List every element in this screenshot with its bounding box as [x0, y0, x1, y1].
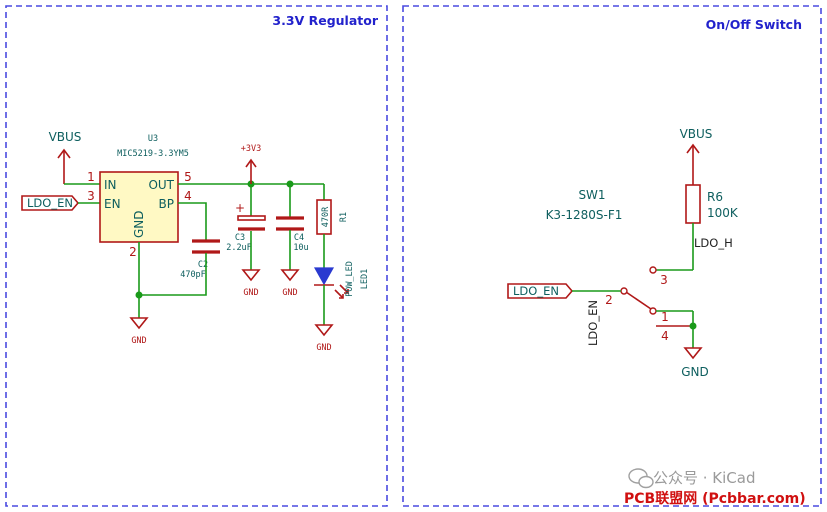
- c4-reference: C4: [294, 233, 304, 243]
- led1-reference: LED1: [360, 269, 370, 289]
- plus3v3-power-symbol: [245, 158, 257, 184]
- bp-wire: [178, 202, 207, 240]
- sw1-reference: SW1: [578, 188, 605, 202]
- c4-capacitor: [276, 216, 304, 231]
- wechat-watermark: 公众号 · KiCad: [653, 469, 756, 487]
- gnd-label: GND: [243, 288, 258, 298]
- u3-pin5-number: 5: [184, 170, 192, 184]
- switch-sheet-frame: [402, 5, 822, 507]
- svg-text:LDO_EN: LDO_EN: [27, 196, 73, 210]
- site-watermark: PCB联盟网 (Pcbbar.com): [624, 491, 806, 507]
- r6-reference: R6: [707, 190, 723, 204]
- gnd-symbol: [129, 317, 149, 330]
- u3-regulator-body: [99, 171, 179, 243]
- plus3v3-label: +3V3: [241, 144, 261, 154]
- gnd-label: GND: [282, 288, 297, 298]
- c3-value: 2.2uF: [226, 243, 252, 253]
- u3-value: MIC5219-3.3YM5: [117, 149, 189, 159]
- sw1-switch: [620, 266, 657, 315]
- vbus-power-symbol: [57, 148, 71, 184]
- u3-pin-en: EN: [104, 197, 121, 211]
- c2-capacitor: [192, 239, 220, 254]
- gnd-symbol: [314, 324, 334, 337]
- c3-plus-sign: +: [235, 201, 245, 215]
- u3-pin3-number: 3: [87, 189, 95, 203]
- u3-pin-bp: BP: [159, 197, 174, 211]
- led1-value: POW_LED: [345, 261, 355, 297]
- r1-reference: R1: [339, 212, 349, 222]
- vbus-label: VBUS: [49, 130, 82, 144]
- sw1-value: K3-1280S-F1: [546, 208, 623, 222]
- c2-reference: C2: [198, 260, 208, 270]
- junction-dot: [135, 291, 143, 299]
- sw1-pin3-number: 3: [660, 273, 668, 287]
- regulator-circuit: VBUS LDO_EN U3 MIC5219-3.3YM5 IN EN OUT …: [21, 130, 370, 353]
- u3-pin-gnd: GND: [132, 210, 146, 238]
- c4-value: 10u: [293, 243, 308, 253]
- r1-value: 470R: [321, 206, 331, 227]
- gnd-symbol: [683, 347, 703, 360]
- regulator-sheet-title: 3.3V Regulator: [272, 13, 378, 28]
- gnd-symbol: [280, 269, 300, 282]
- ldo-h-net-label: LDO_H: [694, 236, 733, 250]
- u3-pin2-number: 2: [129, 245, 137, 259]
- r6-value: 100K: [707, 206, 739, 220]
- ldo-en-label-switch: LDO_EN: [507, 283, 574, 299]
- u3-pin-in: IN: [104, 178, 117, 192]
- gnd-label: GND: [316, 343, 331, 353]
- gnd-symbol: [241, 269, 261, 282]
- svg-text:LDO_EN: LDO_EN: [513, 284, 559, 298]
- led1-diode: [313, 267, 349, 299]
- c3-polarized-capacitor: [237, 215, 266, 231]
- switch-sheet-title: On/Off Switch: [706, 17, 802, 32]
- sw1-pin4-number: 4: [661, 329, 669, 343]
- sw1-pin1-number: 1: [661, 310, 669, 324]
- wechat-icon: [628, 468, 654, 489]
- vbus-label: VBUS: [680, 127, 713, 141]
- vbus-power-symbol: [686, 143, 700, 185]
- gnd-label: GND: [131, 336, 146, 346]
- sw1-pin2-number: 2: [605, 293, 613, 307]
- c2-gnd-wire: [139, 253, 207, 296]
- ldo-en-label-regulator: LDO_EN: [21, 195, 80, 211]
- u3-reference: U3: [148, 134, 158, 144]
- c3-reference: C3: [235, 233, 245, 243]
- gnd-label: GND: [681, 365, 709, 379]
- switch-circuit: VBUS R6 100K LDO_H SW1 K3-1280S-F1 3 2 1…: [507, 127, 739, 379]
- c2-value: 470pF: [180, 270, 206, 280]
- regulator-sheet-frame: [5, 5, 388, 507]
- u3-pin1-number: 1: [87, 170, 95, 184]
- u3-pin-out: OUT: [148, 178, 174, 192]
- u3-pin4-number: 4: [184, 189, 192, 203]
- r6-resistor: [685, 184, 701, 224]
- junction-dot: [689, 322, 697, 330]
- ldo-en-net-label: LDO_EN: [586, 300, 600, 346]
